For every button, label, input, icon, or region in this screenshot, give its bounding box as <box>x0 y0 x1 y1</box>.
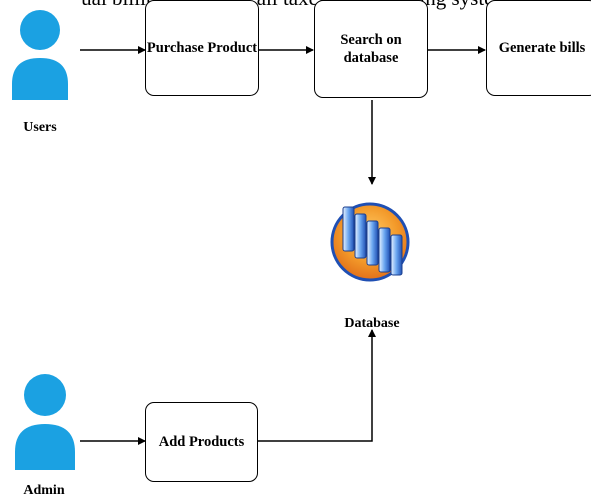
database-icon <box>330 202 410 282</box>
search-database-label: Search on database <box>340 31 402 66</box>
admin-person-icon <box>15 374 75 470</box>
database-label: Database <box>344 316 400 331</box>
generate-bills-label: Generate bills <box>498 39 586 56</box>
purchase-product-box: Purchase Product <box>145 0 259 96</box>
admin-label: Admin <box>23 483 65 498</box>
add-products-label: Add Products <box>158 433 245 450</box>
diagram-caption: ual billing including all taxes and invo… <box>0 0 591 9</box>
search-database-box: Search on database <box>314 0 428 98</box>
arrow-add-products-to-database <box>258 329 376 442</box>
users-person-icon <box>12 10 68 100</box>
users-label: Users <box>23 120 57 135</box>
add-products-box: Add Products <box>145 402 258 482</box>
generate-bills-box: Generate bills <box>486 0 591 96</box>
purchase-product-label: Purchase Product <box>146 39 258 56</box>
